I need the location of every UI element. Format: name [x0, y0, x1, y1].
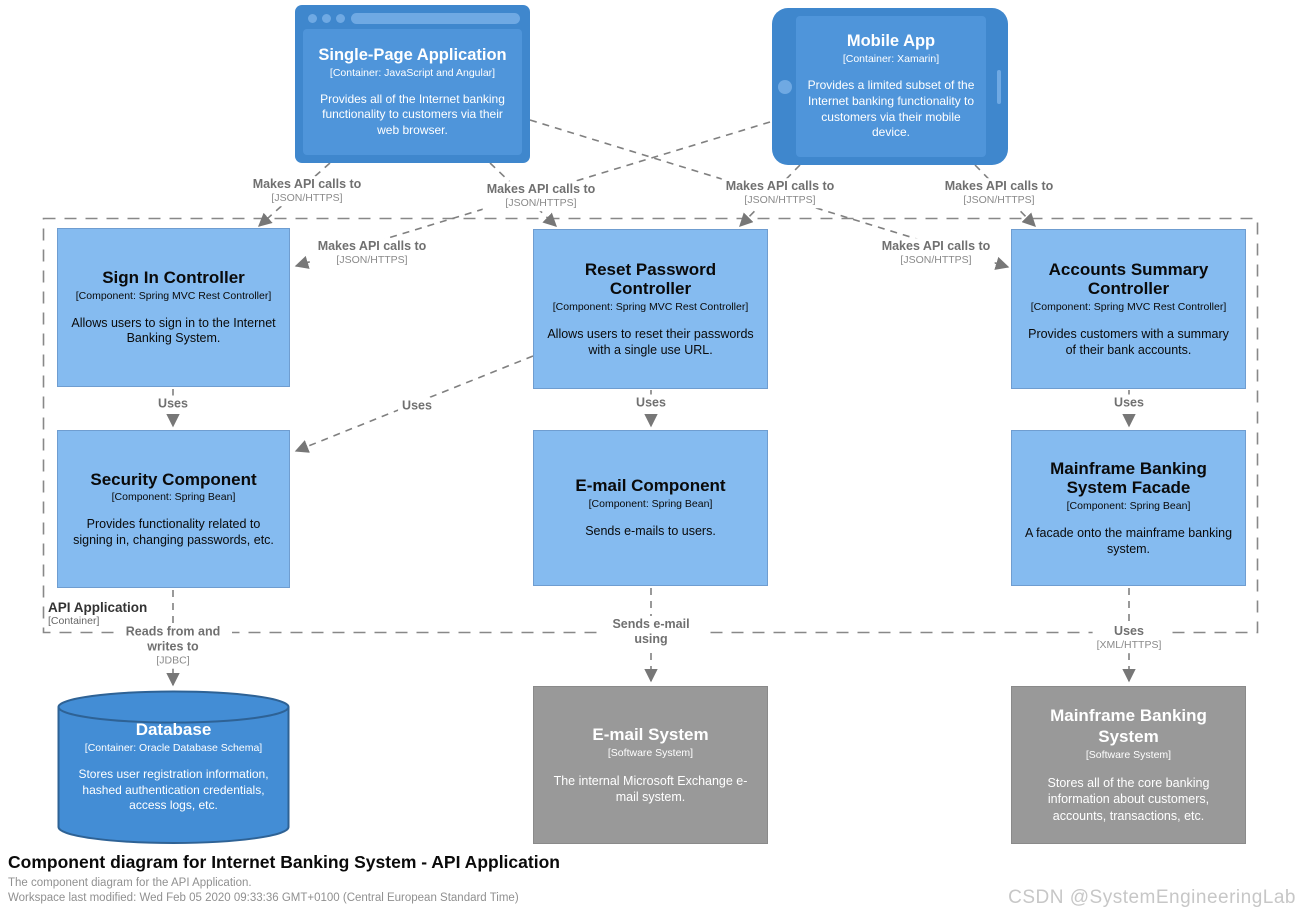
mobile-speaker-icon — [997, 70, 1001, 104]
browser-dot-icon — [322, 14, 331, 23]
node-description: Provides customers with a summary of the… — [1028, 326, 1229, 357]
relationship-label-spa-reset: Makes API calls to [JSON/HTTPS] — [482, 181, 600, 211]
node-email-component[interactable]: E-mail Component [Component: Spring Bean… — [533, 430, 768, 586]
diagram-title: Component diagram for Internet Banking S… — [8, 852, 560, 872]
node-title: Accounts Summary Controller — [1048, 259, 1209, 299]
node-mobile-app[interactable]: Mobile App [Container: Xamarin] Provides… — [772, 8, 1008, 165]
node-title: Mainframe Banking System Facade — [1050, 458, 1207, 498]
boundary-type: [Container] — [48, 615, 100, 627]
boundary-label: API Application [Container] — [48, 600, 147, 627]
node-title: Reset Password Controller — [584, 259, 717, 299]
relationship-label-signin-security: Uses — [154, 395, 192, 413]
node-meta: [Component: Spring Bean] — [588, 497, 713, 510]
boundary-name: API Application — [48, 600, 148, 615]
node-meta: [Software System] — [1085, 749, 1172, 762]
node-meta: [Container: JavaScript and Angular] — [329, 66, 496, 79]
line-spa-to-signin — [257, 162, 331, 227]
csdn-watermark: CSDN @SystemEngineeringLab — [1008, 887, 1296, 908]
relationship-label-reset-security: Uses — [398, 397, 436, 415]
relationship-label-email-emailsystem: Sends e-mail using — [599, 616, 703, 648]
node-single-page-application[interactable]: Single-Page Application [Container: Java… — [295, 5, 530, 163]
relationship-label-mobile-signin: Makes API calls to [JSON/HTTPS] — [313, 238, 431, 268]
node-title: Sign In Controller — [102, 268, 245, 288]
node-title: E-mail System — [592, 724, 709, 744]
node-meta: [Container: Oracle Database Schema] — [84, 742, 263, 754]
node-description: Allows users to sign in to the Internet … — [71, 315, 276, 346]
database-cylinder-icon — [57, 690, 290, 844]
node-meta: [Component: Spring Bean] — [1066, 499, 1191, 512]
node-email-system[interactable]: E-mail System [Software System] The inte… — [533, 686, 768, 844]
node-meta: [Component: Spring MVC Rest Controller] — [75, 289, 272, 302]
relationship-label-security-database: Reads from and writes to [JDBC] — [114, 623, 232, 669]
node-meta: [Component: Spring MVC Rest Controller] — [552, 300, 749, 313]
node-mainframe-banking-system-facade[interactable]: Mainframe Banking System Facade [Compone… — [1011, 430, 1246, 586]
node-description: Allows users to reset their passwords wi… — [547, 326, 754, 357]
node-meta: [Software System] — [607, 746, 694, 759]
mobile-home-button-icon — [778, 80, 792, 94]
workspace-modified-text: Workspace last modified: Wed Feb 05 2020… — [8, 892, 519, 904]
node-description: Provides functionality related to signin… — [73, 517, 274, 547]
relationship-label-mobile-accounts: Makes API calls to [JSON/HTTPS] — [940, 178, 1058, 208]
node-description: Sends e-mails to users. — [585, 523, 716, 538]
node-title: Security Component — [90, 469, 257, 489]
node-database[interactable]: Database [Container: Oracle Database Sch… — [57, 690, 290, 845]
node-title: Mainframe Banking System — [1050, 706, 1207, 746]
relationship-label-facade-mainframe: Uses [XML/HTTPS] — [1092, 623, 1166, 653]
node-description: Provides all of the Internet banking fun… — [320, 91, 505, 137]
line-reset-to-security — [294, 355, 534, 453]
node-security-component[interactable]: Security Component [Component: Spring Be… — [57, 430, 290, 588]
browser-dot-icon — [336, 14, 345, 23]
node-title: Database — [135, 720, 212, 739]
node-title: Mobile App — [846, 32, 936, 51]
node-accounts-summary-controller[interactable]: Accounts Summary Controller [Component: … — [1011, 229, 1246, 389]
relationship-label-spa-accounts: Makes API calls to [JSON/HTTPS] — [877, 238, 995, 268]
relationship-label-spa-signin: Makes API calls to [JSON/HTTPS] — [248, 176, 366, 206]
browser-address-bar-icon — [351, 13, 520, 24]
node-description: Stores all of the core banking informati… — [1047, 776, 1210, 823]
node-sign-in-controller[interactable]: Sign In Controller [Component: Spring MV… — [57, 228, 290, 387]
browser-dot-icon — [308, 14, 317, 23]
node-title: E-mail Component — [575, 476, 726, 496]
node-meta: [Component: Spring MVC Rest Controller] — [1030, 300, 1227, 313]
node-reset-password-controller[interactable]: Reset Password Controller [Component: Sp… — [533, 229, 768, 389]
relationship-label-accounts-facade: Uses — [1110, 394, 1148, 412]
node-description: The internal Microsoft Exchange e-mail s… — [553, 773, 748, 805]
node-meta: [Component: Spring Bean] — [111, 491, 236, 504]
node-description: Stores user registration information, ha… — [78, 767, 269, 813]
node-mainframe-banking-system[interactable]: Mainframe Banking System [Software Syste… — [1011, 686, 1246, 844]
relationship-label-reset-email: Uses — [632, 394, 670, 412]
node-meta: [Container: Xamarin] — [842, 53, 940, 66]
node-title: Single-Page Application — [318, 45, 507, 64]
node-description: Provides a limited subset of the Interne… — [807, 78, 975, 140]
relationship-label-mobile-reset: Makes API calls to [JSON/HTTPS] — [721, 178, 839, 208]
diagram-description: The component diagram for the API Applic… — [8, 877, 252, 889]
node-description: A facade onto the mainframe banking syst… — [1024, 525, 1233, 556]
